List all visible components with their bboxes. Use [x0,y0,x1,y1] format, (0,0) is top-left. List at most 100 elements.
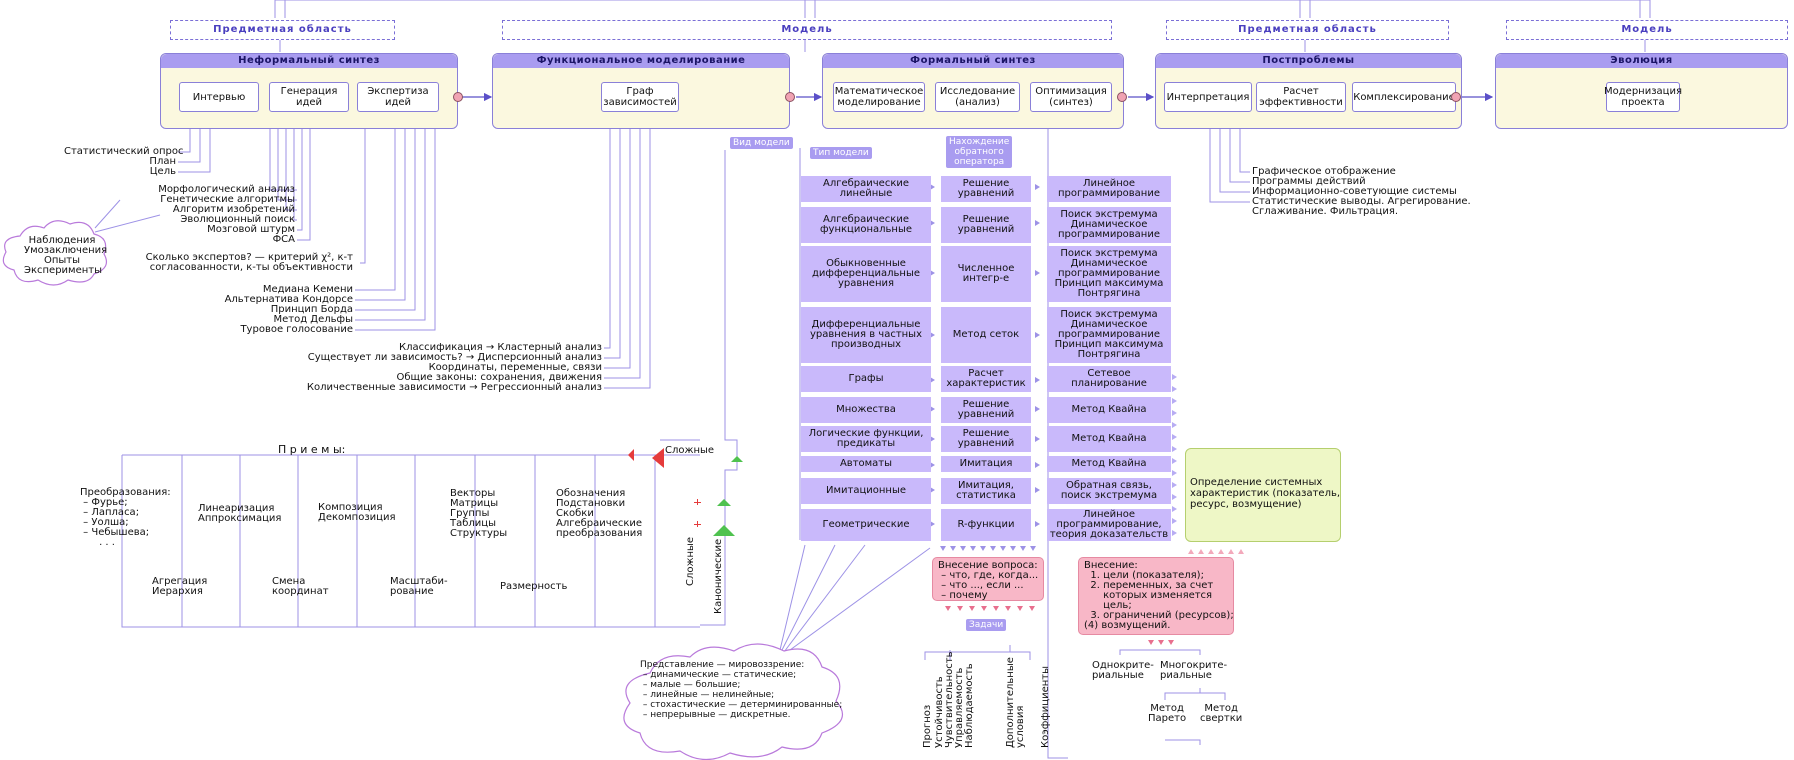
box-efficiency[interactable]: Расчет эффективности [1256,82,1346,112]
optimization-cell: Линейное программирование [1047,176,1171,202]
box-interview[interactable]: Интервью [179,82,259,112]
method-coordinate-change: Смена координат [272,576,329,597]
optimization-cell: Поиск экстремума Динамическое программир… [1047,246,1171,302]
box-analysis[interactable]: Исследование (анализ) [935,82,1020,112]
connector-dot [1117,92,1127,102]
method-dimension: Размерность [500,581,568,592]
label-expert-question: Сколько экспертов? — критерий χ², к-т со… [145,252,353,273]
task-coefficients: Коэффициенты [1040,665,1051,748]
label-classification: Классификация → Кластерный анализ [399,342,602,353]
cloud-observations [2,220,107,286]
optimization-cell: Обратная связь, поиск экстремума [1047,478,1171,504]
label-delphi: Метод Дельфы [273,314,353,325]
label-regression: Количественные зависимости → Регрессионн… [306,382,602,393]
panel-formal-synthesis: Формальный синтез Математическое моделир… [822,53,1124,129]
label-fsa: ФСА [272,234,295,245]
model-type-cell: Обыкновенные дифференциальные уравнения [801,246,931,302]
method-aggregation: Агрегация Иерархия [152,576,208,597]
tag-inverse-operator: Нахождение обратного оператора [946,136,1013,168]
method-transforms: Преобразования: – Фурье; – Лапласа; – Уо… [80,487,171,548]
question-box: Внесение вопроса: – что, где, когда... –… [932,557,1044,601]
label-coordinates: Координаты, переменные, связи [428,362,602,373]
optimization-cell: Метод Квайна [1047,426,1171,452]
box-modernization[interactable]: Модернизация проекта [1604,82,1682,112]
optimization-cell: Метод Квайна [1047,397,1171,423]
connector-dot [785,92,795,102]
box-idea-generation[interactable]: Генерация идей [269,82,349,112]
label-complex-h: Сложные [665,445,715,456]
method-notation: Обозначения Подстановки Скобки Алгебраич… [556,488,643,539]
post-smoothing: Сглаживание. Фильтрация. [1252,206,1399,217]
method-cell: Имитация, статистика [941,478,1031,504]
method-cell: Решение уравнений [941,426,1031,452]
model-label-1: Модель [502,20,1112,40]
panel-evolution: Эволюция Модернизация проекта [1495,53,1788,129]
label-round-voting: Туровое голосование [240,324,353,335]
label-canonical-v: Канонические [713,538,724,614]
box-interpretation[interactable]: Интерпретация [1164,82,1252,112]
model-type-cell: Автоматы [801,456,931,472]
box-dependency-graph[interactable]: Граф зависимостей [601,82,679,112]
optimization-cell: Метод Квайна [1047,456,1171,472]
method-composition: Композиция Декомпозиция [318,502,396,523]
convolution-method: Метод свертки [1200,703,1243,724]
model-type-cell: Графы [801,366,931,392]
box-optimization[interactable]: Оптимизация (синтез) [1030,82,1112,112]
model-type-cell: Алгебраические функциональные [801,207,931,243]
model-type-cell: Алгебраические линейные [801,176,931,202]
methods-title: П р и е м ы: [278,443,346,456]
label-laws: Общие законы: сохранения, движения [396,372,602,383]
method-cell: Численное интегр-е [941,246,1031,302]
connector-dot [1451,92,1461,102]
box-idea-expertise[interactable]: Экспертиза идей [357,82,439,112]
method-cell: R-функции [941,509,1031,541]
multi-criteria: Многокрите- риальные [1160,660,1228,681]
method-cell: Метод сеток [941,307,1031,363]
panel-title: Функциональное моделирование [493,54,789,68]
task-additional-conditions: Дополнительные условия [1005,657,1026,748]
panel-title: Неформальный синтез [161,54,457,68]
panel-title: Постпроблемы [1156,54,1461,68]
panel-informal-synthesis: Неформальный синтез Интервью Генерация и… [160,53,458,129]
model-type-cell: Множества [801,397,931,423]
model-type-cell: Имитационные [801,478,931,504]
post-programs: Программы действий [1252,176,1366,187]
label-evolution-search: Эволюционный поиск [180,214,295,225]
post-stat-conclusions: Статистические выводы. Агрегирование. [1252,196,1471,207]
optimization-cell: Сетевое планирование [1047,366,1171,392]
cloud-observations-text: Наблюдения Умозаключения Опыты Экспериме… [24,235,108,276]
box-math-modeling[interactable]: Математическое моделирование [833,82,925,112]
connector-dot [453,92,463,102]
panel-postproblems: Постпроблемы Интерпретация Расчет эффект… [1155,53,1462,129]
label-brainstorm: Мозговой штурм [207,224,295,235]
panel-title: Формальный синтез [823,54,1123,68]
label-plan: План [149,156,176,167]
task-forecast: Прогноз [922,704,933,748]
system-characteristics-box: Определение системных характеристик (пок… [1185,448,1341,542]
method-cell: Решение уравнений [941,207,1031,243]
model-type-cell: Дифференциальные уравнения в частных про… [801,307,931,363]
label-condorcet: Альтернатива Кондорсе [224,294,353,305]
label-dependency: Существует ли зависимость? → Дисперсионн… [307,352,602,363]
label-kemeny: Медиана Кемени [262,284,353,295]
panel-title: Эволюция [1496,54,1787,68]
task-observability: Наблюдаемость [964,663,975,748]
method-cell: Решение уравнений [941,397,1031,423]
post-graphic: Графическое отображение [1252,166,1396,177]
optimization-cell: Поиск экстремума Динамическое программир… [1047,207,1171,243]
domain-label-2: Предметная область [1166,20,1449,40]
tag-model-type: Тип модели [810,147,872,159]
box-integration[interactable]: Комплексирование [1352,82,1456,112]
introduce-box: Внесение: 1. цели (показателя); 2. перем… [1078,557,1234,635]
panel-functional-modeling: Функциональное моделирование Граф зависи… [492,53,790,129]
cloud-worldview-text: Представление — мировоззрение: – динамич… [640,660,843,720]
method-cell: Расчет характеристик [941,366,1031,392]
label-complex-v: Сложные [685,536,696,586]
label-invention: Алгоритм изобретений [172,204,295,215]
method-vectors: Векторы Матрицы Группы Таблицы Структуры [450,488,508,539]
label-stat-survey: Статистический опрос [64,146,184,157]
label-genetic: Генетические алгоритмы [160,194,295,205]
domain-label-1: Предметная область [170,20,395,40]
optimization-cell: Поиск экстремума Динамическое программир… [1047,307,1171,363]
tag-model-view: Вид модели [730,137,793,149]
